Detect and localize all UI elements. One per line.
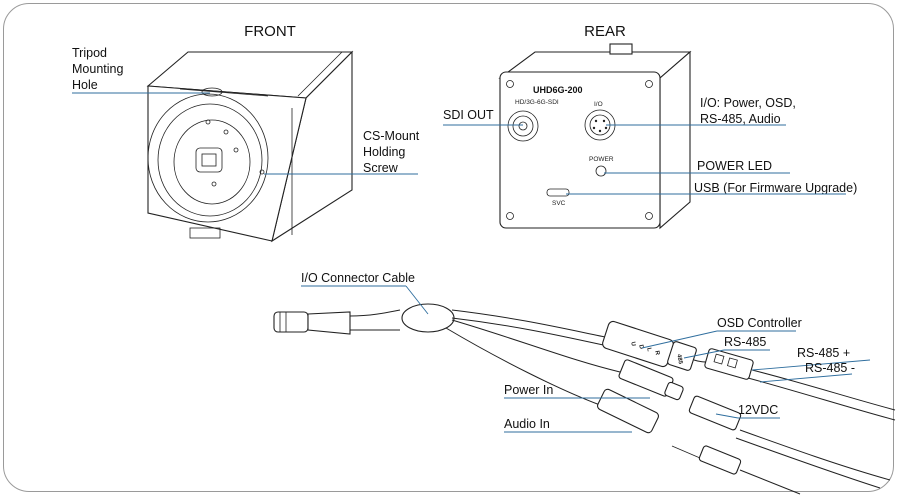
cs-mount-ring [147,93,269,223]
osd-button-r: R [653,350,660,356]
model-text: UHD6G-200 [533,85,583,95]
rs485-label: RS-485 [724,335,766,349]
cs-mount-holding-screw [259,169,265,175]
io-label-line1: I/O: Power, OSD, [700,96,796,110]
io-label-line2: RS-485, Audio [700,112,781,126]
power-led-label: POWER LED [697,159,772,173]
tripod-label-line2: Mounting [72,62,123,76]
usb-label: USB (For Firmware Upgrade) [694,181,857,195]
csmount-label-line3: Screw [363,161,399,175]
io-plug [273,311,309,333]
12vdc-plug [688,395,742,431]
sdi-port-text: HD/3G-6G-SDI [515,99,559,106]
tripod-label-line3: Hole [72,78,98,92]
power-led [595,165,607,177]
osd-button-u: U [629,341,636,346]
rs485-leader-d [683,349,725,359]
io-port-text: I/O [594,101,603,108]
vdc-leader-d [715,413,739,419]
rs485-plus-label: RS-485 + [797,346,850,360]
audio-plug [698,445,742,475]
csmount-label-line2: Holding [363,145,405,159]
vdc-label: 12VDC [738,403,778,417]
tripod-mounting-hole [201,87,223,97]
rear-camera [498,43,692,230]
power-port-text: POWER [589,156,614,163]
io-connector-cable: U D L R 485 [273,303,896,495]
io-cable-label: I/O Connector Cable [301,271,415,285]
front-heading: FRONT [244,23,296,40]
osd-controller [602,320,674,368]
front-camera-face [147,85,307,242]
osd-button-l: L [645,347,652,352]
diagram-frame [3,3,894,492]
power-in-label: Power In [504,383,553,397]
rear-camera-tab [609,43,633,55]
tripod-label-line1: Tripod [72,46,107,60]
rs485-plus-leader [751,359,871,371]
osd-button-d: D [637,344,644,350]
sensor-window [195,147,223,173]
sdi-connector [507,110,539,142]
rear-camera-side [659,50,691,230]
audio-in-label: Audio In [504,417,550,431]
front-camera [146,50,354,243]
rs485-terminal [704,348,754,380]
sdi-out-label: SDI OUT [443,108,494,122]
usb-port [546,188,570,197]
rear-panel [499,71,661,229]
rs485-box-text: 485 [675,354,683,366]
rs485-box [667,341,697,371]
audio-in-jack [597,388,659,434]
osd-leader-d [641,330,718,349]
rear-heading: REAR [584,23,626,40]
csmount-label-line1: CS-Mount [363,129,420,143]
osd-label: OSD Controller [717,316,802,330]
svc-text: SVC [552,200,566,207]
io-cable-leader-d [405,285,429,315]
rs485-minus-label: RS-485 - [805,361,855,375]
rs485-minus-leader [759,373,853,383]
